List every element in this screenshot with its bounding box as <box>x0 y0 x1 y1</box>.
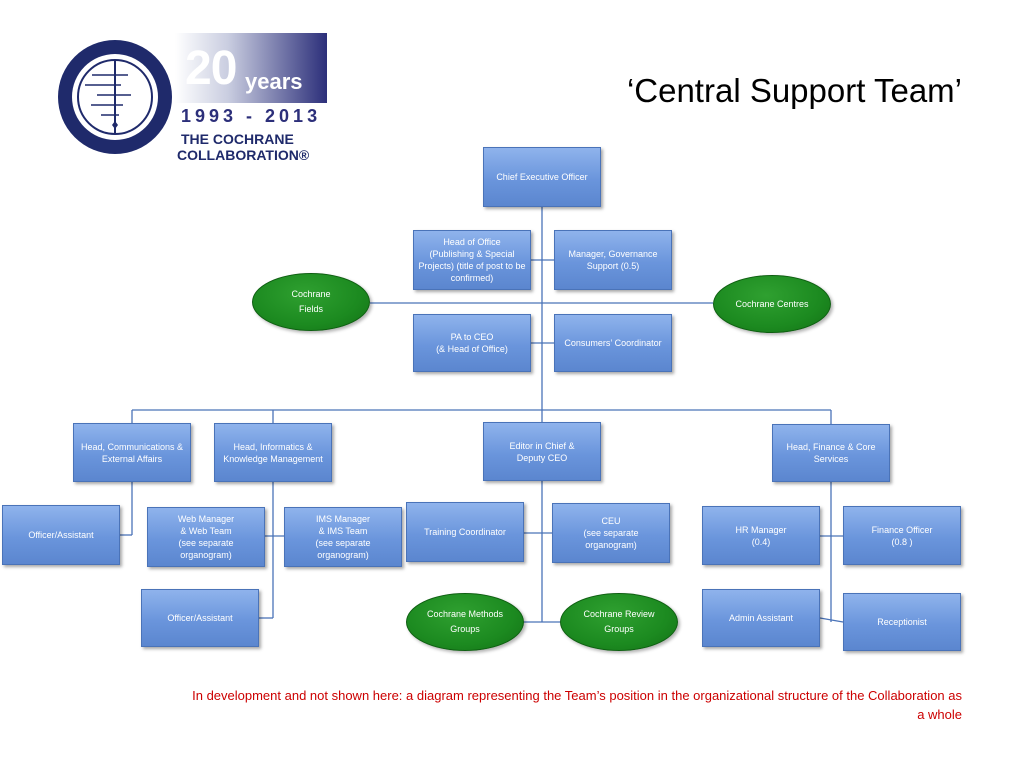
node-head-finance: Head, Finance & Core Services <box>772 424 890 482</box>
node-training-coordinator: Training Coordinator <box>406 502 524 562</box>
logo-number: 20 <box>185 42 237 95</box>
logo-years-word: years <box>245 69 303 94</box>
cochrane-emblem-icon <box>58 40 172 154</box>
node-pa-to-ceo: PA to CEO (& Head of Office) <box>413 314 531 372</box>
node-admin-assistant: Admin Assistant <box>702 589 820 647</box>
node-head-informatics: Head, Informatics & Knowledge Management <box>214 423 332 482</box>
node-manager-governance: Manager, Governance Support (0.5) <box>554 230 672 290</box>
node-officer-assistant-informatics: Officer/Assistant <box>141 589 259 647</box>
node-chief-executive-officer: Chief Executive Officer <box>483 147 601 207</box>
connector-admin-reception <box>819 617 844 623</box>
footnote: In development and not shown here: a dia… <box>192 688 962 722</box>
node-ims-manager: IMS Manager & IMS Team (see separate org… <box>284 507 402 567</box>
node-head-of-office: Head of Office (Publishing & Special Pro… <box>413 230 531 290</box>
node-officer-assistant-comms: Officer/Assistant <box>2 505 120 565</box>
node-cochrane-fields: Cochrane Fields <box>252 273 370 331</box>
logo-banner <box>175 33 327 103</box>
node-cochrane-centres: Cochrane Centres <box>713 275 831 333</box>
node-editor-in-chief: Editor in Chief & Deputy CEO <box>483 422 601 481</box>
node-receptionist: Receptionist <box>843 593 961 651</box>
logo-name-line2: COLLABORATION® <box>177 147 310 163</box>
logo-name-line1: THE COCHRANE <box>181 131 294 147</box>
node-cochrane-methods-groups: Cochrane Methods Groups <box>406 593 524 651</box>
logo-dates: 1993 - 2013 <box>181 106 322 126</box>
node-ceu: CEU (see separate organogram) <box>552 503 670 563</box>
node-hr-manager: HR Manager (0.4) <box>702 506 820 565</box>
slide-title: ‘Central Support Team’ <box>626 72 962 109</box>
cochrane-20-years-logo: 20 years 1993 - 2013 THE COCHRANE COLLAB… <box>55 33 327 163</box>
node-web-manager: Web Manager & Web Team (see separate org… <box>147 507 265 567</box>
node-finance-officer: Finance Officer (0.8 ) <box>843 506 961 565</box>
node-cochrane-review-groups: Cochrane Review Groups <box>560 593 678 651</box>
node-head-communications: Head, Communications & External Affairs <box>73 423 191 482</box>
node-consumers-coordinator: Consumers’ Coordinator <box>554 314 672 372</box>
